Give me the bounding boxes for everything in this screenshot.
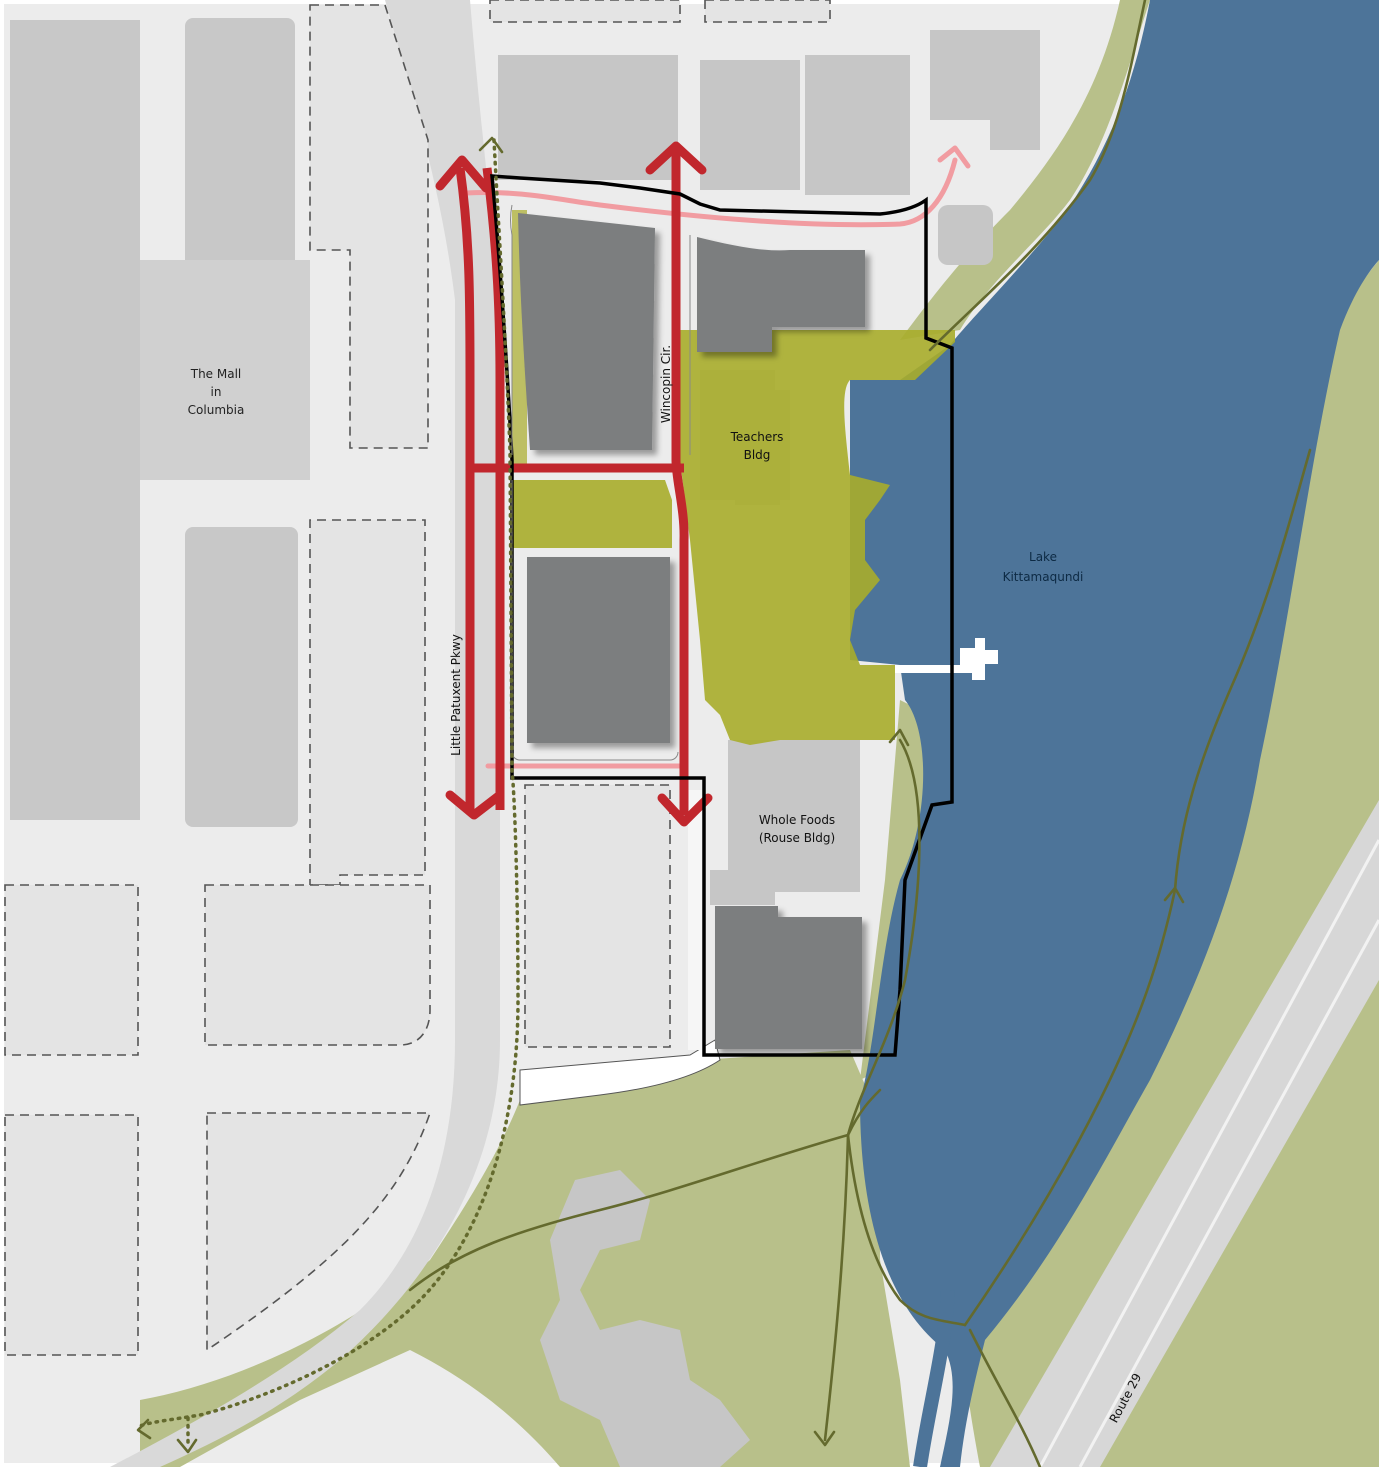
little-patuxent-pkwy-label: Little Patuxent Pkwy	[449, 634, 463, 756]
mall-south-building	[185, 527, 298, 827]
lake-label-line1: Lake	[1029, 550, 1057, 564]
proposed-building-se	[715, 906, 862, 1049]
teachers-label-line2: Bldg	[744, 448, 771, 462]
whole-foods-line1: Whole Foods	[759, 813, 835, 827]
south-parking-lot	[525, 785, 670, 1047]
mall-west-building	[10, 20, 140, 820]
whole-foods-line2: (Rouse Bldg)	[759, 831, 835, 845]
wincopin-cir-label: Wincopin Cir.	[659, 345, 673, 423]
teachers-label-line1: Teachers	[730, 430, 784, 444]
mall-north-building	[185, 18, 295, 273]
street-white-east	[688, 790, 704, 1050]
mall-label-line2: in	[211, 385, 222, 399]
west-green-parcel	[512, 480, 672, 548]
mall-label-line3: Columbia	[188, 403, 245, 417]
proposed-building-nw	[518, 213, 655, 450]
proposed-building-mid	[527, 557, 670, 743]
lake-label-line2: Kittamaqundi	[1003, 570, 1084, 584]
mall-label-line1: The Mall	[190, 367, 242, 381]
